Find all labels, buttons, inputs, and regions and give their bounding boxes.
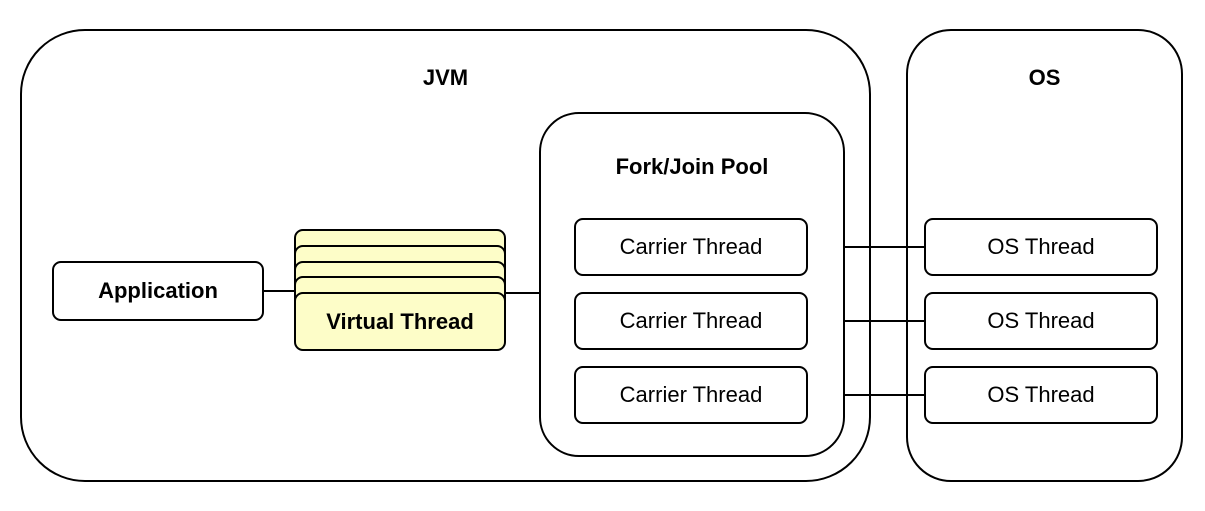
carrier-thread-box-1: Carrier Thread bbox=[574, 218, 808, 276]
os-container: OS bbox=[906, 29, 1183, 482]
carrier-to-os-connector-3 bbox=[806, 394, 926, 396]
os-thread-box-3: OS Thread bbox=[924, 366, 1158, 424]
os-title: OS bbox=[1028, 65, 1061, 90]
carrier-thread-box-2: Carrier Thread bbox=[574, 292, 808, 350]
carrier-to-os-connector-2 bbox=[806, 320, 926, 322]
fork-join-pool-title: Fork/Join Pool bbox=[615, 154, 769, 179]
carrier-thread-box-3: Carrier Thread bbox=[574, 366, 808, 424]
jvm-container: JVM bbox=[20, 29, 871, 482]
application-box: Application bbox=[52, 261, 264, 321]
os-thread-box-2: OS Thread bbox=[924, 292, 1158, 350]
virtual-thread-box: Virtual Thread bbox=[294, 292, 506, 351]
virtual-thread-to-pool-connector bbox=[504, 292, 541, 294]
carrier-to-os-connector-1 bbox=[806, 246, 926, 248]
jvm-title: JVM bbox=[422, 65, 469, 90]
os-thread-box-1: OS Thread bbox=[924, 218, 1158, 276]
app-to-virtual-thread-connector bbox=[262, 290, 296, 292]
